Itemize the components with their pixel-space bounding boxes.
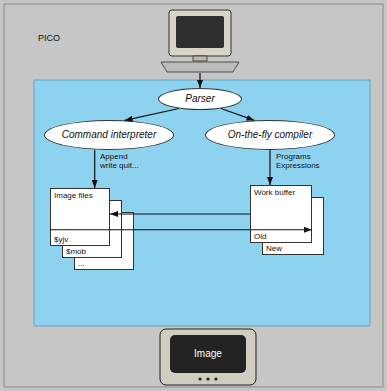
node-text: New xyxy=(266,244,282,253)
process-ellipse: Command interpreter xyxy=(44,120,174,150)
diagram-label: PICO xyxy=(38,34,60,44)
flow-arrow xyxy=(269,150,270,185)
node-text: Parser xyxy=(185,93,214,105)
monitor-icon xyxy=(160,329,256,385)
node-text: Command interpreter xyxy=(62,129,156,141)
flow-arrow xyxy=(50,229,312,230)
flow-arrow xyxy=(94,150,95,188)
input-arrow xyxy=(199,73,200,88)
flow-arrow xyxy=(110,213,250,214)
node-text: Image files xyxy=(54,191,93,200)
process-ellipse: Parser xyxy=(158,88,242,110)
flow-arrow xyxy=(221,109,254,121)
monitor-screen: Image xyxy=(170,335,246,373)
node-text: Image xyxy=(194,348,222,360)
node-text: On-the-fly compiler xyxy=(228,129,312,141)
frame xyxy=(4,4,383,387)
edge-label: Append write quit... xyxy=(100,153,144,171)
terminal-icon xyxy=(161,10,239,72)
node-text: $yjv xyxy=(54,235,68,244)
node-text: ... xyxy=(78,259,85,268)
process-ellipse: On-the-fly compiler xyxy=(205,120,335,150)
node-text: Old xyxy=(254,232,266,241)
flow-arrow xyxy=(125,109,179,121)
system-region xyxy=(34,80,370,326)
edge-label: Programs Expressions xyxy=(276,153,338,171)
file-page: Image files $yjv xyxy=(50,188,110,246)
node-text: Work buffer xyxy=(254,188,295,197)
buffer-page: Work bufferOld xyxy=(250,185,312,243)
node-text: $mob xyxy=(66,247,86,256)
